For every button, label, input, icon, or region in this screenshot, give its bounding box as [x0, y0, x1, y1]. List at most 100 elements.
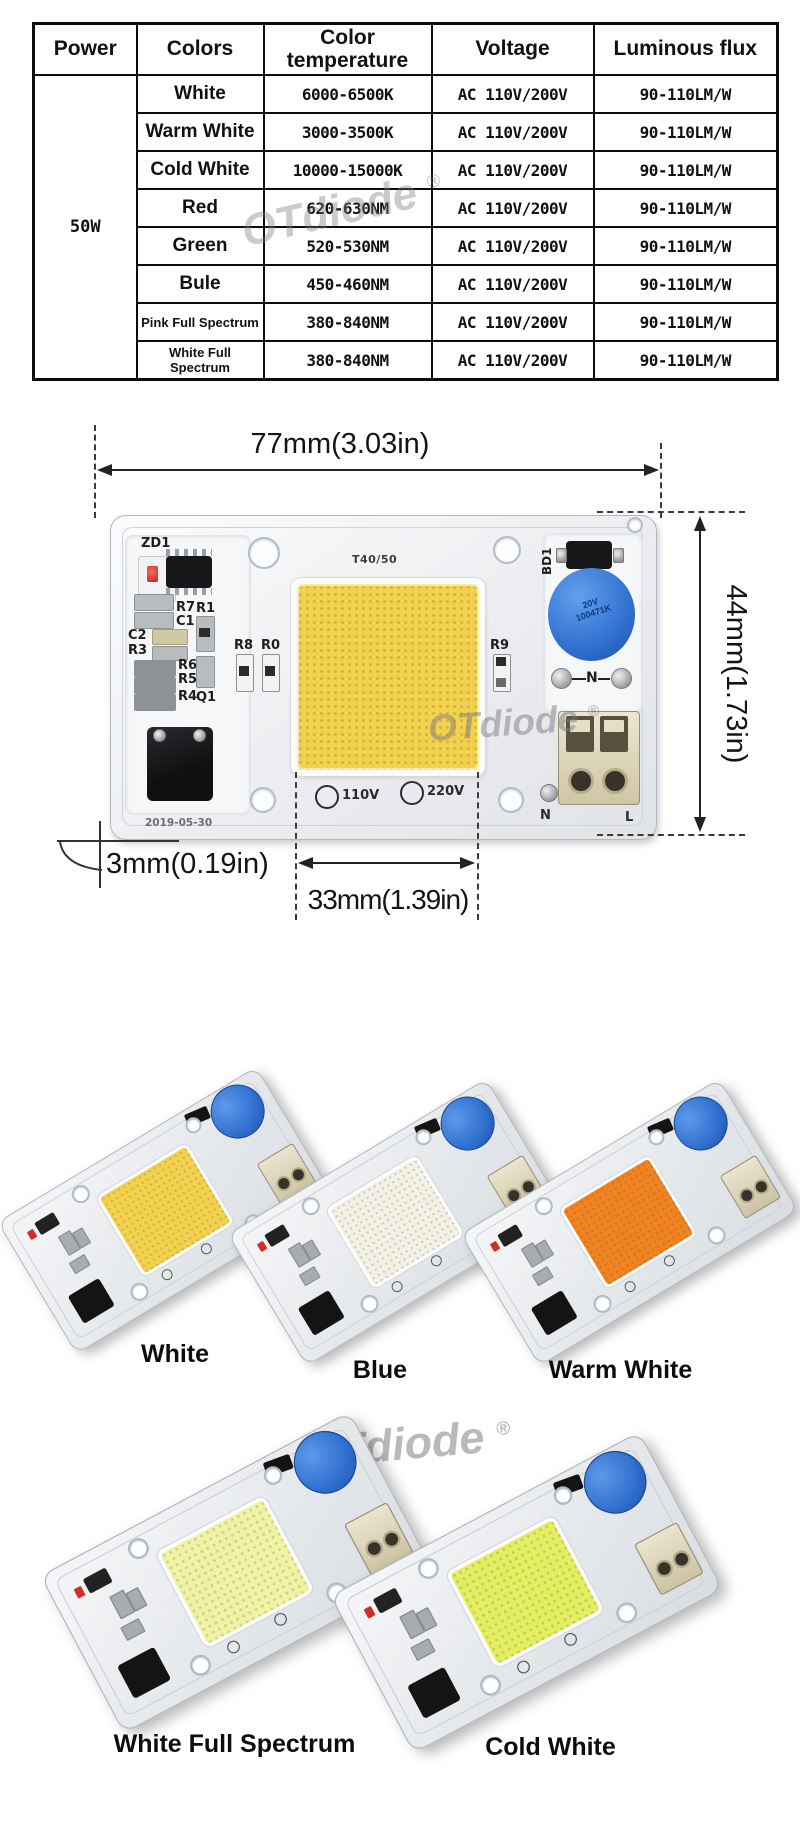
extension-line: [94, 425, 96, 518]
color-temp: 450-460NM: [262, 264, 433, 304]
table-row: Red 620-630NM AC 110V/200V 90-110LM/W: [34, 188, 779, 228]
header-colors: Colors: [135, 22, 265, 76]
extension-line: [477, 772, 479, 920]
arrowhead-left-icon: [298, 857, 313, 869]
mounting-hole: [250, 787, 276, 813]
component-label: ZD1: [141, 536, 171, 551]
flux: 90-110LM/W: [592, 264, 779, 304]
screw-terminal: [611, 668, 632, 689]
color-temp: 520-530NM: [262, 226, 433, 266]
voltage-select-circle: [315, 785, 339, 809]
registered-mark-icon: ®: [495, 1417, 511, 1441]
voltage-select-label: 110V: [342, 788, 380, 803]
color-temp: 380-840NM: [262, 302, 433, 342]
resistor-band: [265, 666, 275, 676]
table-row: Warm White 3000-3500K AC 110V/200V 90-11…: [34, 112, 779, 152]
resistor-band: [199, 628, 210, 637]
dimension-width-arrow: [99, 469, 657, 471]
resistor: [134, 612, 174, 629]
photo-label-cold-white: Cold White: [485, 1733, 616, 1761]
registered-mark-icon: ®: [587, 702, 600, 721]
dimension-height-label: 44mm(1.73in): [720, 584, 752, 764]
voltage: AC 110V/200V: [430, 74, 595, 114]
photo-label-white-full-spectrum: White Full Spectrum: [113, 1730, 356, 1758]
dimension-height-arrow: [699, 519, 701, 829]
screw: [540, 784, 558, 802]
component-label: C2: [128, 628, 147, 643]
extension-line: [597, 834, 745, 836]
component-label: R4: [178, 689, 198, 704]
extension-line: [597, 511, 745, 513]
voltage: AC 110V/200V: [430, 188, 595, 228]
arrowhead-up-icon: [694, 516, 706, 531]
capacitor: [152, 629, 188, 645]
silkscreen-line: [598, 678, 610, 680]
color-name: Bule: [135, 264, 265, 304]
resistor-band: [239, 666, 249, 676]
solder-pad: [153, 729, 166, 742]
color-name: White Full Spectrum: [135, 340, 265, 381]
color-temp: 6000-6500K: [262, 74, 433, 114]
table-header-row: Power Colors Color temperature Voltage L…: [32, 22, 779, 76]
header-power: Power: [32, 22, 138, 76]
component-label: R1: [196, 601, 216, 616]
voltage-select-label: 220V: [427, 784, 465, 799]
terminal-n-label: N: [540, 808, 551, 823]
diode: [566, 541, 612, 569]
component-label: R5: [178, 672, 198, 687]
terminal-hole: [669, 1547, 694, 1572]
color-temp: 380-840NM: [262, 340, 433, 381]
ic-chip: [166, 556, 212, 588]
silkscreen-line: [572, 678, 586, 680]
voltage: AC 110V/200V: [430, 150, 595, 190]
component-label: R3: [128, 643, 148, 658]
color-name: Green: [135, 226, 265, 266]
terminal-hole: [568, 768, 594, 794]
cob-chip: [297, 584, 479, 770]
resistor-band: [496, 657, 506, 666]
terminal-hole: [379, 1527, 404, 1552]
flux: 90-110LM/W: [592, 302, 779, 342]
led-indicator: [147, 566, 158, 582]
color-name: Warm White: [135, 112, 265, 152]
flux: 90-110LM/W: [592, 112, 779, 152]
mounting-hole: [498, 787, 524, 813]
color-temp: 10000-15000K: [262, 150, 433, 190]
component-label: C1: [176, 614, 195, 629]
mounting-hole: [627, 517, 643, 533]
component-label: R6: [178, 658, 198, 673]
dimension-width-label: 77mm(3.03in): [250, 428, 430, 460]
resistor: [134, 677, 176, 694]
header-color-temperature: Color temperature: [262, 22, 433, 76]
solder-pad: [556, 548, 567, 563]
ic-pins: [166, 588, 212, 595]
date-code: 2019-05-30: [145, 817, 213, 829]
resistor: [134, 660, 176, 677]
photo-label-warm-white: Warm White: [548, 1356, 693, 1384]
led-module-photo-cold-white: [329, 1431, 724, 1754]
color-name: White: [135, 74, 265, 114]
voltage: AC 110V/200V: [430, 112, 595, 152]
table-row: 50W White 6000-6500K AC 110V/200V 90-110…: [32, 74, 779, 381]
color-name: Cold White: [135, 150, 265, 190]
voltage: AC 110V/200V: [430, 226, 595, 266]
terminal-clamp: [604, 720, 624, 732]
table-row: Pink Full Spectrum 380-840NM AC 110V/200…: [34, 302, 779, 342]
leader-line: [99, 821, 101, 888]
table-row: White Full Spectrum 380-840NM AC 110V/20…: [34, 340, 779, 381]
component-label: Q1: [196, 690, 217, 705]
flux: 90-110LM/W: [592, 74, 779, 114]
resistor: [196, 656, 215, 688]
spec-table: Power Colors Color temperature Voltage L…: [32, 22, 779, 381]
leader-line: [57, 840, 179, 842]
arrowhead-down-icon: [694, 817, 706, 832]
resistor-band: [496, 678, 506, 687]
header-luminous-flux: Luminous flux: [592, 22, 779, 76]
voltage: AC 110V/200V: [430, 340, 595, 381]
color-name: Pink Full Spectrum: [135, 302, 265, 342]
component-label: R9: [490, 638, 510, 653]
solder-pad: [613, 548, 624, 563]
terminal-clamp: [570, 720, 590, 732]
varistor: [548, 568, 635, 661]
